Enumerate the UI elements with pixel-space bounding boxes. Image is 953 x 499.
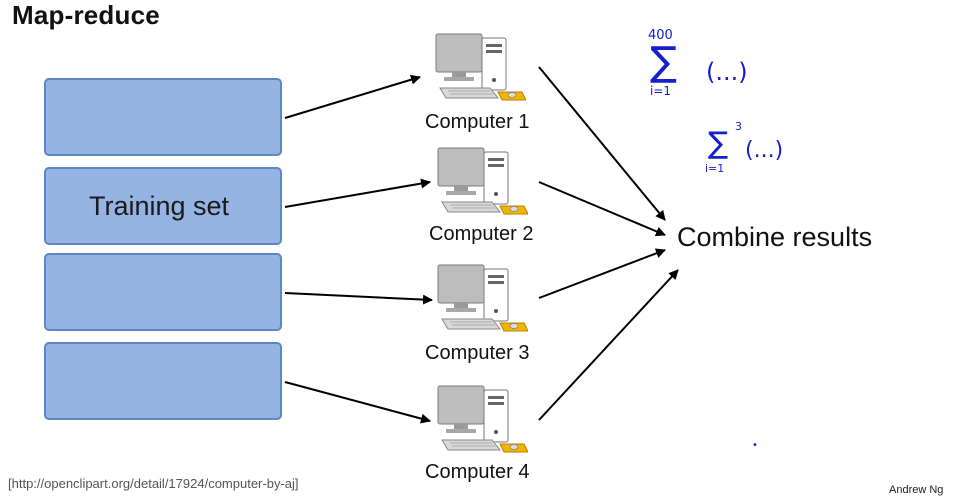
data-chunk-1 bbox=[44, 78, 282, 156]
arrow-chunk4-to-computer4 bbox=[284, 381, 431, 424]
sum2-lower-limit: i=1 bbox=[705, 162, 725, 175]
computer-2-label: Computer 2 bbox=[429, 223, 534, 245]
arrow-computer4-to-combine bbox=[538, 269, 679, 421]
sum2-upper-limit: 3 bbox=[735, 120, 742, 133]
arrow-computer1-to-combine bbox=[538, 66, 666, 221]
sum2-args: (...) bbox=[745, 138, 784, 163]
sum1-args: (...) bbox=[706, 58, 748, 86]
data-chunk-2: Training set bbox=[44, 167, 282, 245]
arrow-computer3-to-combine bbox=[538, 248, 666, 299]
computer-1-icon bbox=[435, 33, 526, 101]
arrow-computer2-to-combine bbox=[538, 181, 666, 237]
ink-dot: • bbox=[752, 440, 758, 451]
computer-1-label: Computer 1 bbox=[425, 111, 530, 133]
computer-4-icon bbox=[437, 385, 528, 453]
arrow-chunk2-to-computer2 bbox=[284, 178, 431, 208]
computer-3-icon bbox=[437, 264, 528, 332]
data-chunk-4 bbox=[44, 342, 282, 420]
image-credit: [http://openclipart.org/detail/17924/com… bbox=[8, 476, 299, 491]
computer-4-label: Computer 4 bbox=[425, 461, 530, 483]
combine-results-label: Combine results bbox=[677, 222, 873, 252]
sum1-lower-limit: i=1 bbox=[650, 84, 672, 98]
author-label: Andrew Ng bbox=[889, 484, 944, 496]
training-set-label: Training set bbox=[88, 190, 230, 221]
sum2-sigma: ∑ bbox=[708, 126, 729, 161]
computer-2-icon bbox=[437, 147, 528, 215]
computer-3-label: Computer 3 bbox=[425, 342, 530, 364]
arrow-chunk3-to-computer3 bbox=[284, 292, 433, 305]
data-chunk-3 bbox=[44, 253, 282, 331]
sum1-upper-limit: 400 bbox=[648, 28, 673, 43]
sum1-sigma: ∑ bbox=[650, 39, 677, 85]
arrow-chunk1-to-computer1 bbox=[284, 74, 421, 119]
slide-title: Map-reduce bbox=[12, 0, 160, 30]
